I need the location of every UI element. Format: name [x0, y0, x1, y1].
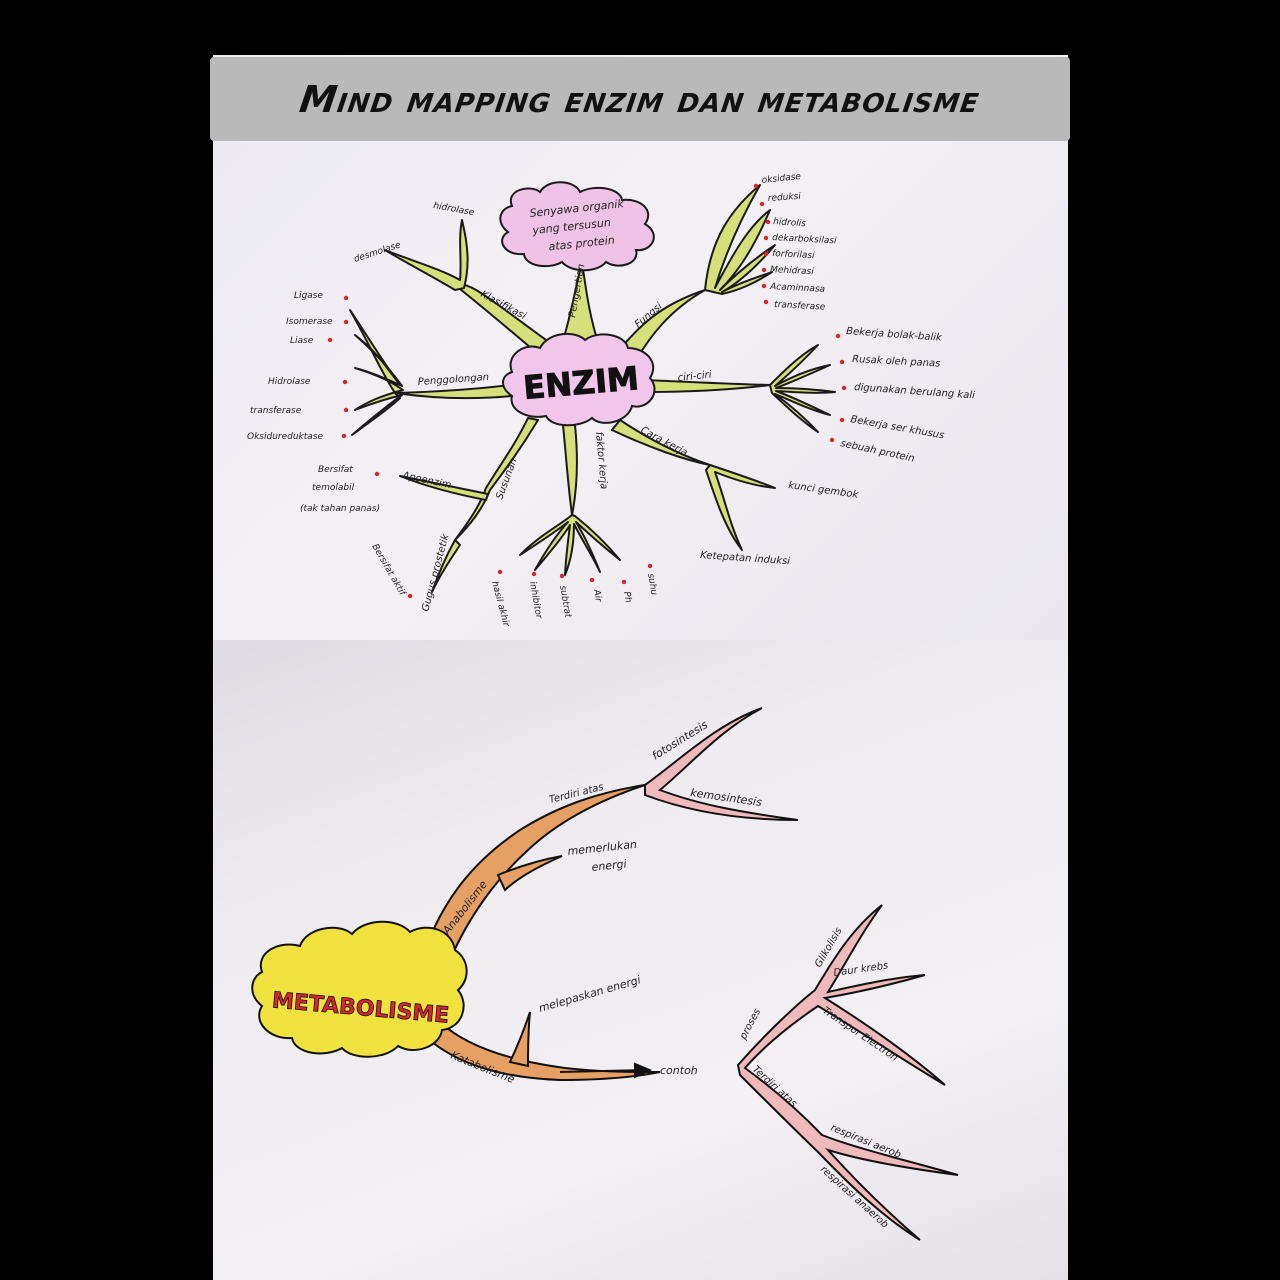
apo-note: Bersifat — [318, 465, 353, 475]
branch-katabolisme-energi — [508, 1011, 531, 1068]
ciri-dots — [829, 333, 847, 443]
branch-klasifikasi-fork — [384, 219, 469, 291]
tree-katabolisme — [736, 904, 959, 1241]
fungsi-item: Mehidrasi — [770, 265, 815, 277]
label-contoh: contoh — [660, 1064, 698, 1077]
penggolongan-item: Ligase — [294, 291, 323, 301]
anabolisme-energi-2: energi — [591, 857, 627, 874]
fungsi-item: reduksi — [768, 192, 802, 204]
branch-anabolisme-energi — [496, 855, 563, 892]
fork-cara — [705, 464, 776, 551]
label-apoenzim: Apoenzim — [400, 470, 452, 491]
faktor-item: inhibitor — [527, 581, 544, 621]
fan-penggolongan — [349, 309, 404, 436]
anabolisme-energi-1: memerlukan — [567, 838, 638, 858]
anabolisme-item: fotosintesis — [650, 718, 711, 763]
klasifikasi-item: hidrolase — [432, 201, 475, 218]
fork-gugus — [431, 539, 461, 593]
susunan-dots — [374, 471, 413, 599]
enzim-map: Senyawa organik yang tersusun atas prote… — [247, 172, 975, 629]
pengertian-cloud — [499, 181, 655, 272]
cara-item: kunci gembok — [788, 480, 860, 501]
label-ciri: ciri-ciri — [677, 369, 712, 384]
ciri-item: sebuah protein — [839, 438, 915, 464]
penggolongan-item: Liase — [290, 336, 314, 346]
ciri-item: Rusak oleh panas — [852, 354, 941, 370]
faktor-item: subtrat — [557, 585, 573, 619]
fan-ciri — [769, 344, 836, 433]
enzim-center-label: ENZIM — [522, 359, 640, 407]
metabolisme-map: METABOLISME Anabolisme Terdiri atas foto… — [251, 707, 959, 1241]
fan-fungsi — [704, 184, 776, 295]
proses-item: Transpor Electron — [820, 1005, 899, 1063]
branch-faktor — [562, 424, 578, 516]
title-bar: Mind mapping enzim dan metabolisme — [210, 57, 1070, 141]
fork-anabolisme — [644, 707, 799, 821]
branch-penggolongan — [394, 384, 513, 400]
faktor-item: Air — [591, 588, 603, 604]
apo-note: temolabil — [312, 483, 355, 493]
branch-ciri — [644, 379, 771, 393]
gugus-note: Bersifat aktif — [369, 543, 407, 599]
fungsi-item: oksidase — [761, 172, 802, 186]
enzim-branches — [349, 184, 836, 593]
fungsi-item: dekarboksilasi — [772, 233, 837, 246]
penggolongan-item: Hidrolase — [268, 377, 311, 387]
penggolongan-dots — [327, 295, 349, 439]
label-gugus: Gugus prostetik — [420, 532, 452, 613]
branch-anabolisme — [418, 784, 646, 967]
faktor-item: hasil akhir — [489, 580, 511, 629]
apo-note: (tak tahan panas) — [300, 504, 380, 514]
katabolisme-energi: melepaskan energi — [537, 973, 642, 1015]
arrow-contoh — [559, 1062, 652, 1079]
fungsi-items — [753, 183, 771, 305]
faktor-item: Ph — [621, 591, 633, 604]
fungsi-item: forforilasi — [772, 249, 815, 261]
ciri-item: Bekerja ser khusus — [849, 414, 944, 441]
klasifikasi-item: desmolase — [353, 240, 403, 265]
ciri-item: digunakan berulang kali — [854, 382, 976, 401]
penggolongan-item: transferase — [250, 406, 302, 416]
fungsi-item: Acaminnasa — [769, 282, 825, 295]
penggolongan-item: Oksidureduktase — [247, 432, 324, 442]
penggolongan-item: Isomerase — [286, 317, 333, 327]
branch-susunan — [454, 417, 539, 541]
cara-item: Ketepatan induksi — [700, 550, 791, 567]
ciri-item: Bekerja bolak-balik — [846, 326, 943, 344]
resp-item: respirasi anaerob — [818, 1164, 890, 1231]
faktor-item: suhu — [645, 573, 659, 596]
enzim-center-cloud — [502, 332, 656, 427]
fungsi-item: transferase — [774, 300, 826, 313]
fungsi-item: hidrolis — [773, 217, 807, 229]
faktor-dots — [497, 563, 653, 585]
label-penggolongan: Penggolongan — [417, 372, 489, 388]
metabolisme-cloud — [251, 920, 468, 1058]
fork-apoenzim — [399, 475, 489, 501]
label-proses: proses — [737, 1007, 763, 1042]
fan-faktor — [519, 514, 621, 576]
label-faktor: faktor kerja — [593, 431, 609, 489]
